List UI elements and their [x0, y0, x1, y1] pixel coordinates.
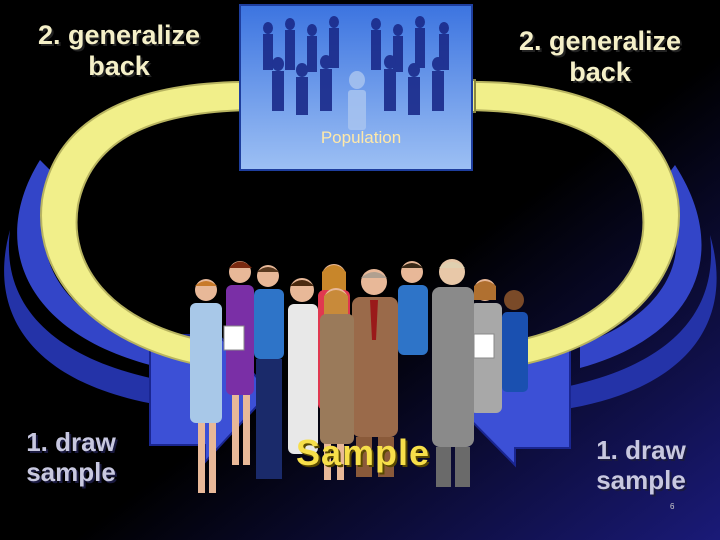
generalize-right-line-1: 2. generalize	[518, 26, 682, 56]
draw-left-line-1: 1. draw	[26, 427, 116, 457]
generalize-left-line-1: 2. generalize	[37, 20, 201, 50]
draw-right-line-1: 1. draw	[596, 435, 686, 465]
generalize-left-line-2: back	[88, 51, 150, 82]
draw-left-line-2: sample	[26, 456, 116, 487]
generalize-right-line-2: back	[569, 57, 631, 88]
population-crowd-image	[239, 4, 473, 171]
sample-label: Sample	[296, 432, 431, 473]
population-label: Population	[320, 128, 402, 147]
draw-sample-right-label: 1. draw sample	[588, 435, 694, 496]
page-number: 6	[670, 502, 675, 511]
generalize-back-left-label: 2. generalize back	[34, 20, 204, 82]
generalize-back-right-label: 2. generalize back	[514, 26, 686, 88]
sample-people-clipart	[190, 259, 528, 493]
draw-right-line-2: sample	[596, 464, 686, 495]
draw-sample-left-label: 1. draw sample	[16, 427, 126, 488]
